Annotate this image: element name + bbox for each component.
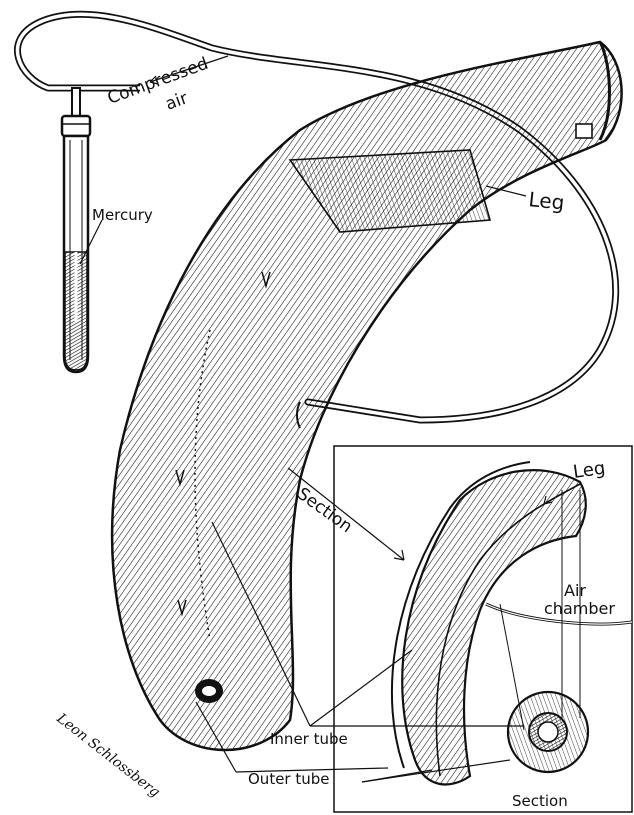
mercury-manometer <box>62 88 90 372</box>
label-leg: Leg <box>527 187 565 215</box>
section-diagram <box>508 692 588 772</box>
label-mercury: Mercury <box>92 206 153 224</box>
label-section-caption: Section <box>512 792 568 810</box>
label-compressed-air-line2: air <box>163 88 191 114</box>
label-leg-inset: Leg <box>572 458 607 483</box>
label-air-chamber-line2: chamber <box>544 599 615 618</box>
label-compressed-air-line1: Compressed <box>105 54 211 109</box>
label-outer-tube: Outer tube <box>248 770 330 788</box>
artist-signature: Leon Schlossberg <box>53 710 163 801</box>
section-inset <box>334 446 632 812</box>
label-air-chamber-line1: Air <box>564 581 586 600</box>
label-inner-tube: Inner tube <box>270 730 348 748</box>
